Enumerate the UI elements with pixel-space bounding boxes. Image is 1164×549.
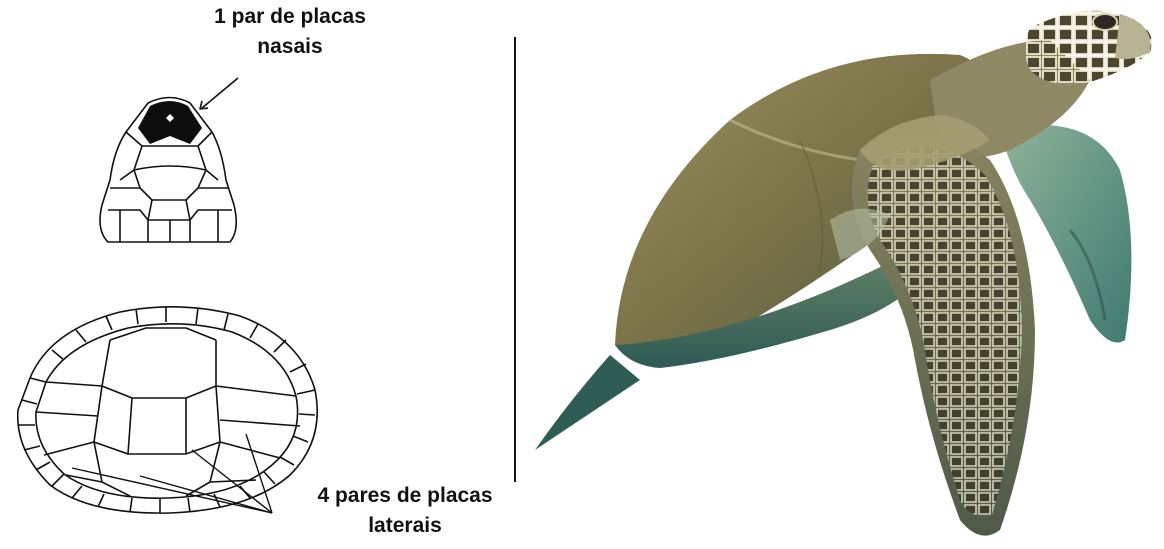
nasal-label-line1: 1 par de placas (180, 2, 400, 32)
vertical-divider (514, 37, 516, 482)
green-sea-turtle-photo (530, 0, 1160, 549)
lateral-label-line2: laterais (285, 511, 525, 541)
lateral-label-line1: 4 pares de placas (285, 481, 525, 511)
turtle-head-diagram (90, 70, 250, 260)
turtle-eye (1093, 14, 1117, 30)
turtle-tail (535, 355, 640, 450)
lateral-scales-label: 4 pares de placas laterais (285, 481, 525, 541)
nasal-scales-label: 1 par de placas nasais (180, 2, 400, 62)
nasal-label-line2: nasais (180, 32, 400, 62)
nasal-pointer-arrow (202, 78, 238, 108)
carapace-diagram (10, 300, 330, 525)
